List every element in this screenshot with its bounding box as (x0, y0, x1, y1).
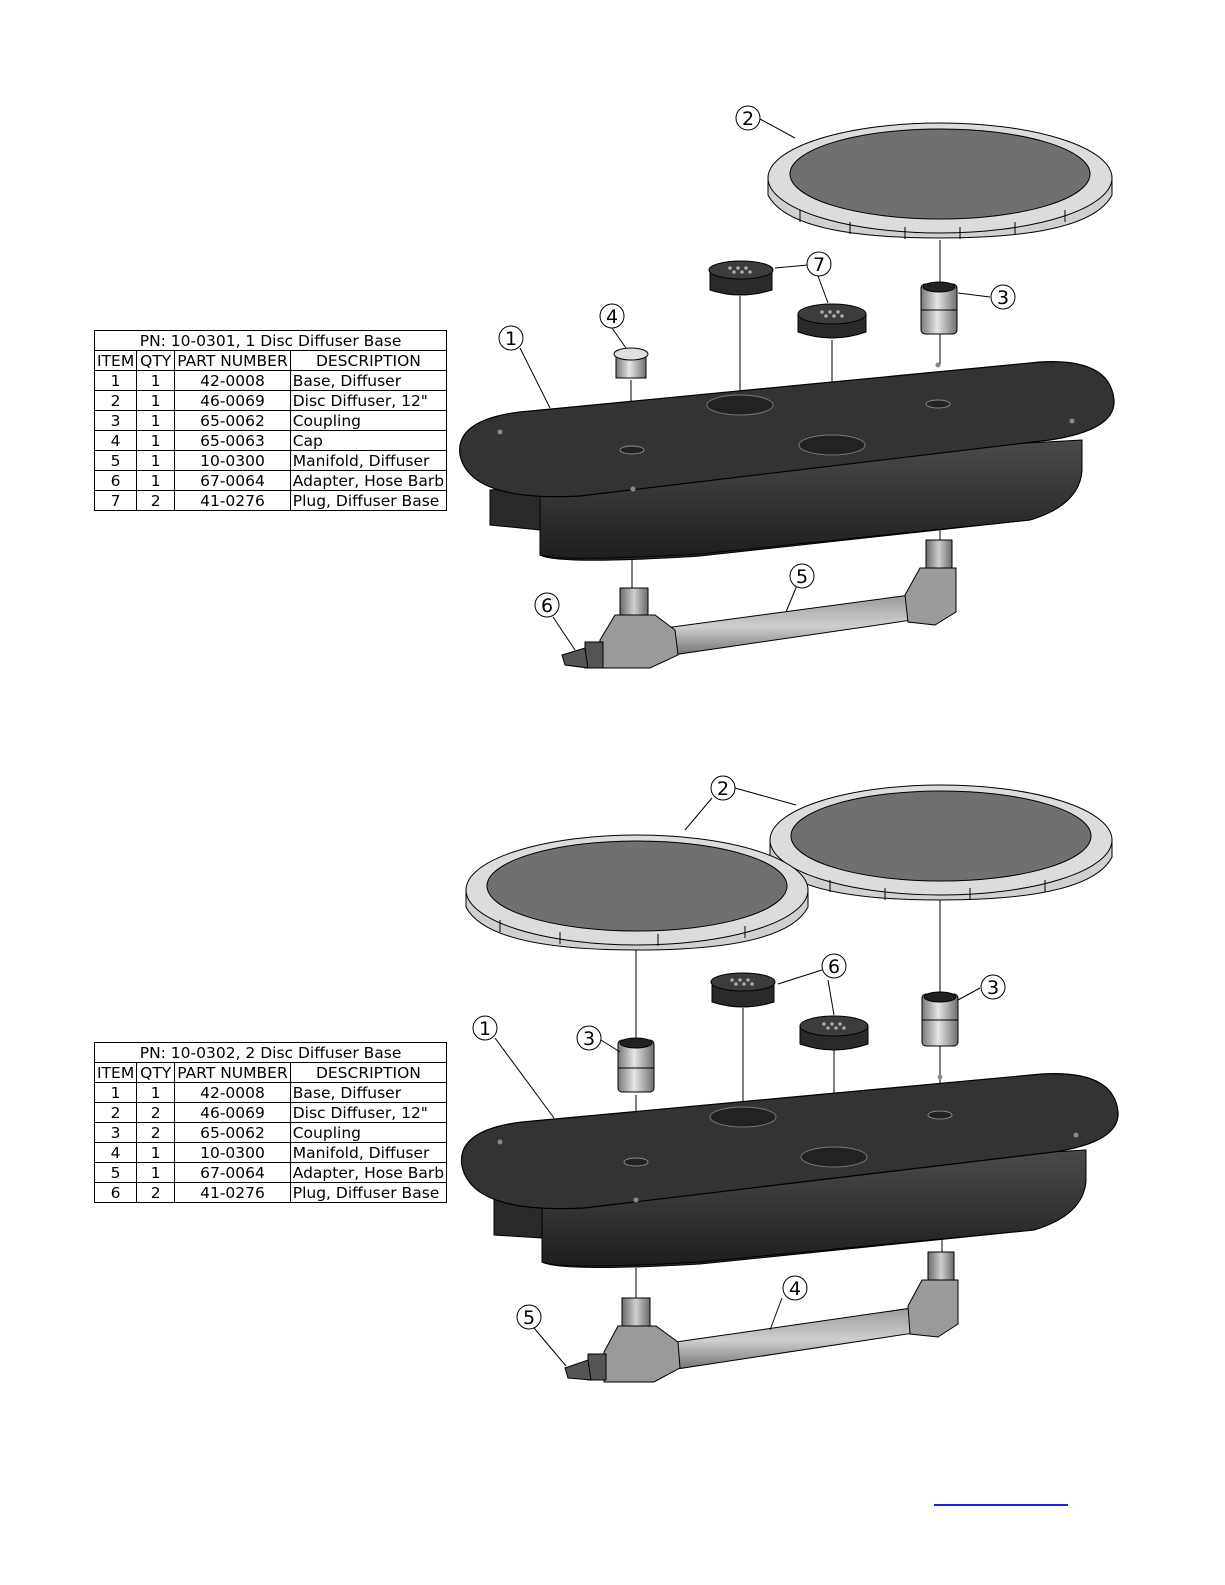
callout-balloon: 3 (576, 1025, 602, 1051)
svg-text:3: 3 (583, 1028, 595, 1050)
cell-description: Manifold, Diffuser (289, 1142, 448, 1163)
svg-text:3: 3 (997, 287, 1009, 309)
cell-description: Adapter, Hose Barb (289, 1162, 448, 1183)
callout-balloon: 1 (498, 325, 524, 351)
svg-text:6: 6 (828, 956, 840, 978)
disc-diffuser (767, 122, 1113, 239)
header-part-number: PART NUMBER (174, 1062, 291, 1083)
diffuser-base (460, 1073, 1119, 1269)
svg-text:6: 6 (541, 595, 553, 617)
svg-text:7: 7 (813, 254, 825, 276)
callout-balloon: 2 (710, 775, 736, 801)
disc-diffuser (769, 784, 1113, 901)
cell-description: Manifold, Diffuser (289, 450, 448, 471)
cell-description: Base, Diffuser (289, 370, 448, 391)
coupling (921, 991, 959, 1047)
coupling (920, 281, 958, 335)
svg-text:3: 3 (987, 977, 999, 999)
cell-part-number: 42-0008 (174, 1082, 291, 1103)
callout-balloon: 7 (806, 251, 832, 277)
cell-description: Disc Diffuser, 12" (289, 1102, 448, 1123)
svg-text:2: 2 (742, 108, 754, 130)
svg-text:5: 5 (796, 566, 808, 588)
svg-text:2: 2 (717, 778, 729, 800)
header-description: DESCRIPTION (289, 350, 448, 371)
plug (710, 972, 776, 1008)
bom-table-2: PN: 10-0302, 2 Disc Diffuser Base ITEM Q… (93, 1042, 448, 1203)
callout-balloon: 2 (735, 105, 761, 131)
callout-balloon: 4 (782, 1275, 808, 1301)
callout-balloon: 3 (980, 974, 1006, 1000)
svg-text:1: 1 (505, 328, 517, 350)
cell-qty: 2 (136, 490, 176, 511)
bom-table-1: PN: 10-0301, 1 Disc Diffuser Base ITEM Q… (93, 330, 448, 511)
callout-balloon: 1 (472, 1015, 498, 1041)
coupling (617, 1037, 655, 1093)
cell-part-number: 65-0062 (174, 410, 291, 431)
hyperlink-underline[interactable] (934, 1492, 1068, 1506)
svg-text:4: 4 (789, 1278, 801, 1300)
callout-balloon: 4 (599, 303, 625, 329)
svg-text:5: 5 (523, 1307, 535, 1329)
plug (799, 1015, 869, 1051)
cell-description: Adapter, Hose Barb (289, 470, 448, 491)
hose-barb-adapter (564, 1359, 592, 1381)
manifold (584, 539, 957, 669)
cell-item: 7 (93, 490, 138, 511)
cell-description: Coupling (289, 410, 448, 431)
svg-text:4: 4 (606, 306, 618, 328)
callout-balloon: 6 (534, 592, 560, 618)
cell-description: Disc Diffuser, 12" (289, 390, 448, 411)
cell-qty: 2 (136, 1182, 176, 1203)
assembly-2: 1 2 3 3 4 5 6 (460, 775, 1119, 1383)
header-qty: QTY (136, 1062, 176, 1083)
callout-balloon: 5 (789, 563, 815, 589)
callout-balloon: 5 (516, 1304, 542, 1330)
cell-item: 4 (93, 1142, 138, 1163)
cell-description: Plug, Diffuser Base (289, 1182, 448, 1203)
svg-text:1: 1 (479, 1018, 491, 1040)
plug (708, 260, 774, 296)
cell-description: Coupling (289, 1122, 448, 1143)
cell-item: 6 (93, 1182, 138, 1203)
disc-diffuser (465, 834, 809, 951)
header-description: DESCRIPTION (289, 1062, 448, 1083)
manifold (587, 1251, 959, 1383)
callout-balloon: 6 (821, 953, 847, 979)
bom-title: PN: 10-0302, 2 Disc Diffuser Base (93, 1042, 448, 1063)
plug (797, 303, 867, 339)
assembly-1: 1 2 3 4 5 6 7 (459, 105, 1115, 669)
callout-balloon: 3 (990, 284, 1016, 310)
diffuser-base (459, 361, 1115, 561)
cell-part-number: 65-0063 (174, 430, 291, 451)
hose-barb-adapter (561, 647, 589, 669)
cell-part-number: 67-0064 (174, 1162, 291, 1183)
cell-description: Plug, Diffuser Base (289, 490, 448, 511)
cell-part-number: 41-0276 (174, 490, 291, 511)
cap (613, 347, 649, 379)
